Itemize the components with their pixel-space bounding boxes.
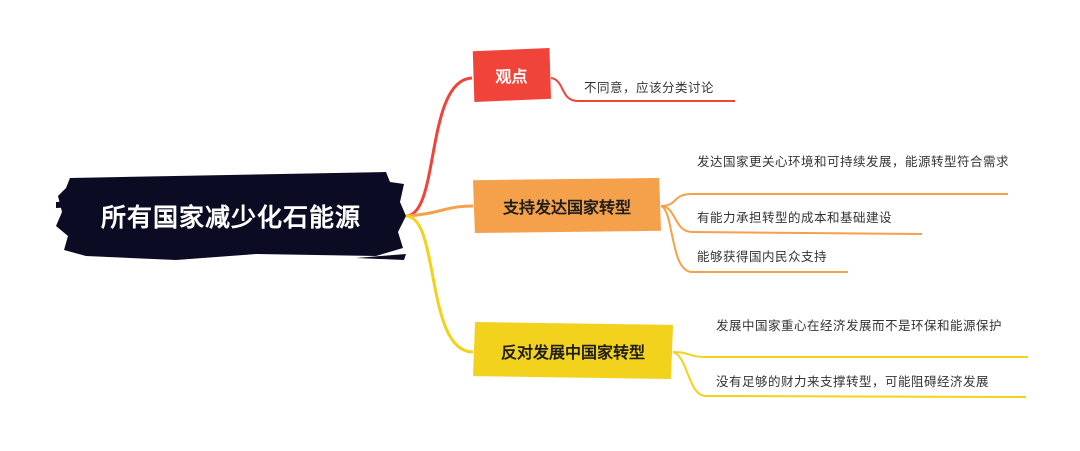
leaf-viewpoint-1[interactable]: 不同意，应该分类讨论 bbox=[584, 80, 715, 95]
branch-viewpoint[interactable]: 观点 bbox=[472, 48, 551, 102]
root-label: 所有国家减少化石能源 bbox=[100, 203, 361, 232]
connector-root-support bbox=[405, 204, 474, 218]
leaf-underline-oppose-2 bbox=[672, 351, 1027, 398]
branch-label: 支持发达国家转型 bbox=[502, 197, 631, 217]
leaf-oppose-1[interactable]: 发展中国家重心在经济发展而不是环保和能源保护 bbox=[716, 318, 1003, 333]
branch-support-developed[interactable]: 支持发达国家转型 bbox=[473, 178, 661, 233]
leaf-support-2[interactable]: 有能力承担转型的成本和基础建设 bbox=[697, 210, 893, 225]
branch-label: 反对发展中国家转型 bbox=[500, 342, 645, 362]
branch-oppose-developing[interactable]: 反对发展中国家转型 bbox=[473, 322, 673, 379]
connector-root-oppose bbox=[405, 214, 474, 354]
leaf-support-1[interactable]: 发达国家更关心环境和可持续发展，能源转型符合需求 bbox=[697, 154, 1010, 169]
leaf-underline-oppose-1 bbox=[672, 351, 1028, 358]
leaf-underline-support-1 bbox=[660, 193, 1008, 207]
connector-root-viewpoint bbox=[405, 76, 473, 218]
leaf-oppose-2[interactable]: 没有足够的财力来支撑转型，可能阻碍经济发展 bbox=[716, 374, 990, 389]
leaf-underline-support-2 bbox=[660, 205, 923, 235]
root-node[interactable]: 所有国家减少化石能源 bbox=[56, 172, 406, 260]
leaf-underline-viewpoint bbox=[550, 77, 735, 102]
branch-label: 观点 bbox=[495, 67, 528, 86]
leaf-underline-support-3 bbox=[660, 205, 848, 273]
brush-background bbox=[56, 172, 406, 260]
leaf-support-3[interactable]: 能够获得国内民众支持 bbox=[697, 249, 828, 264]
